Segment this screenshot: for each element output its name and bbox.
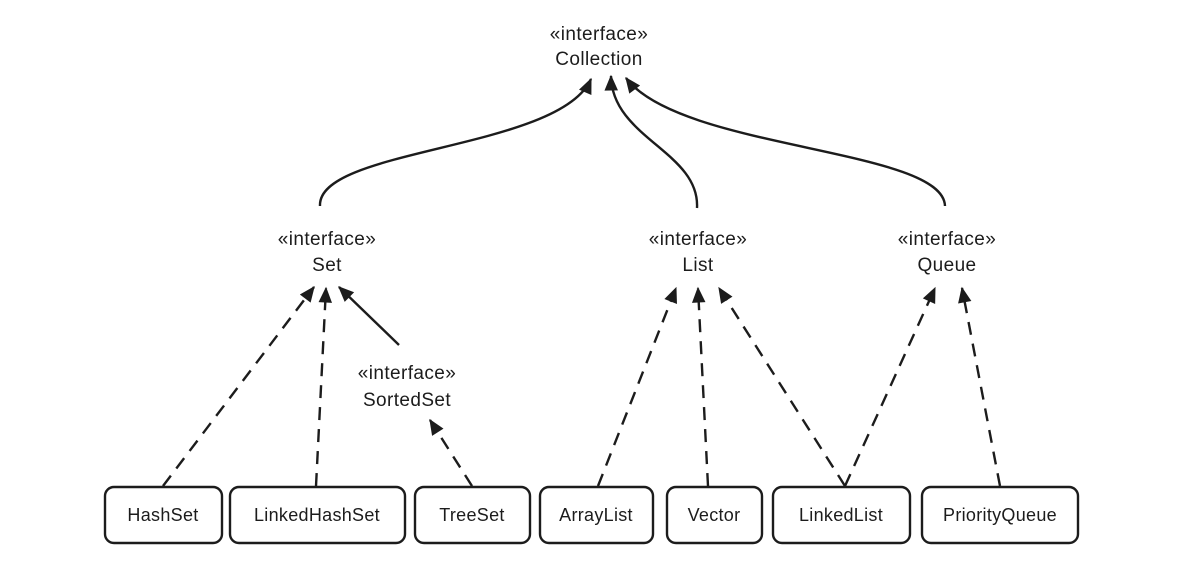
interface-collection-name: Collection	[555, 49, 642, 70]
interface-collection: «interface» Collection	[550, 24, 648, 70]
edge-hashset-implements-set	[162, 285, 315, 487]
linkedhashset-box	[228, 485, 407, 545]
linkedlist-box	[771, 485, 912, 545]
edge-queue-extends-collection	[625, 76, 947, 207]
edge-list-extends-collection	[604, 74, 699, 209]
interface-sortedset-name: SortedSet	[363, 390, 451, 411]
linkedlist-label: LinkedList	[799, 505, 883, 525]
treeset-box	[413, 485, 532, 545]
arraylist-box	[538, 485, 655, 545]
interface-queue-name: Queue	[917, 255, 976, 276]
edge-treeset-implements-sortedset	[428, 418, 474, 487]
interface-set: «interface» Set	[278, 229, 376, 276]
edge-arraylist-implements-list	[596, 286, 678, 487]
interface-set-stereotype: «interface»	[278, 229, 376, 250]
interface-queue-stereotype: «interface»	[898, 229, 996, 250]
edge-vector-implements-list	[691, 286, 710, 487]
interface-sortedset-stereotype: «interface»	[358, 363, 456, 384]
edge-linkedlist-implements-list	[717, 286, 847, 487]
edge-priorityqueue-implements-queue	[958, 286, 1002, 487]
edge-linkedlist-implements-queue	[843, 286, 937, 487]
interface-list-stereotype: «interface»	[649, 229, 747, 250]
class-arraylist: ArrayList	[538, 485, 655, 545]
class-treeset: TreeSet	[413, 485, 532, 545]
interface-list-name: List	[682, 255, 713, 276]
priorityqueue-box	[920, 485, 1080, 545]
class-linkedhashset: LinkedHashSet	[228, 485, 407, 545]
interface-queue: «interface» Queue	[898, 229, 996, 276]
class-hashset: HashSet	[103, 485, 224, 545]
interface-sortedset: «interface» SortedSet	[358, 363, 456, 411]
edge-sortedset-extends-set	[338, 286, 400, 346]
treeset-label: TreeSet	[439, 505, 504, 525]
linkedhashset-label: LinkedHashSet	[254, 505, 380, 525]
vector-box	[665, 485, 764, 545]
hashset-box	[103, 485, 224, 545]
interface-collection-stereotype: «interface»	[550, 24, 648, 45]
class-linkedlist: LinkedList	[771, 485, 912, 545]
edge-set-extends-collection	[318, 77, 593, 207]
edge-linkedhashset-implements-set	[314, 286, 333, 487]
vector-label: Vector	[688, 505, 741, 525]
hashset-label: HashSet	[127, 505, 198, 525]
interface-set-name: Set	[312, 255, 342, 276]
priorityqueue-label: PriorityQueue	[943, 505, 1057, 525]
arraylist-label: ArrayList	[559, 505, 633, 525]
interface-list: «interface» List	[649, 229, 747, 276]
class-priorityqueue: PriorityQueue	[920, 485, 1080, 545]
class-vector: Vector	[665, 485, 764, 545]
